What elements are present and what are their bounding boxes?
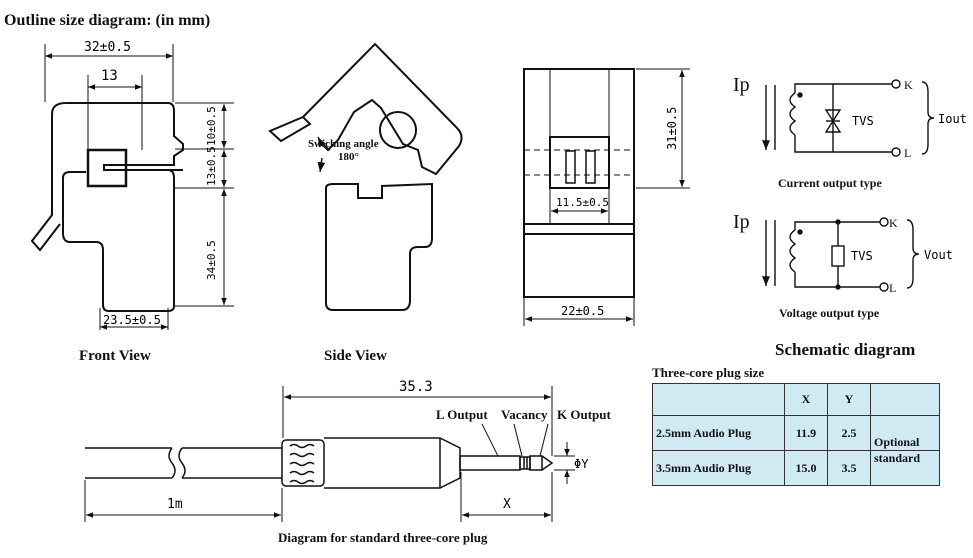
switching-angle-value: 180° — [338, 151, 359, 163]
phi-y-label: ΦY — [574, 457, 589, 471]
dim-lower-height: 34±0.5 — [205, 240, 218, 280]
voltage-output-caption: Voltage output type — [779, 306, 880, 320]
vacancy-label: Vacancy — [501, 407, 548, 422]
front-view-dims — [44, 44, 234, 330]
side-view-title: Side View — [324, 348, 387, 364]
switching-arrows — [317, 136, 331, 173]
dim-back-height: 31±0.5 — [665, 107, 679, 150]
table-header-cell: X — [784, 383, 828, 416]
voltage-l-label: L — [889, 281, 896, 295]
voltage-vout-label: Vout — [924, 248, 953, 262]
plug-diagram-title: Diagram for standard three-core plug — [278, 530, 488, 545]
plug-table-title: Three-core plug size — [652, 365, 765, 380]
front-view — [30, 102, 184, 312]
plug-y-cell: 3.5 — [827, 450, 871, 486]
current-k-label: K — [904, 78, 913, 92]
current-tvs-label: TVS — [852, 114, 874, 128]
voltage-ip-label: Ip — [733, 211, 750, 233]
voltage-tvs-label: TVS — [851, 249, 873, 263]
plug-size-table: X Y 2.5mm Audio Plug 11.9 2.5 Optional 3… — [652, 383, 940, 486]
front-view-title: Front View — [79, 348, 151, 364]
switching-angle-label: Swiching angle — [308, 138, 379, 150]
page-heading: Outline size diagram: (in mm) — [4, 12, 210, 29]
plug-length-label: 35.3 — [399, 379, 433, 395]
back-view — [523, 68, 635, 298]
dim-width-top: 32±0.5 — [84, 40, 131, 55]
l-output-label: L Output — [436, 407, 488, 422]
cable-length-label: 1m — [167, 497, 183, 512]
plug-name-cell: 2.5mm Audio Plug — [652, 415, 785, 451]
plug-x-cell: 15.0 — [784, 450, 828, 486]
plug-y-cell: 2.5 — [827, 415, 871, 451]
current-output-caption: Current output type — [778, 176, 882, 190]
x-dim-label: X — [503, 497, 511, 512]
plug-dims — [84, 386, 575, 522]
dim-back-width: 22±0.5 — [561, 304, 604, 318]
voltage-k-label: K — [889, 216, 898, 230]
dim-top-height: 10±0.5 — [205, 106, 218, 146]
plug-note-cell: Optional — [870, 415, 940, 451]
side-view — [268, 42, 463, 311]
plug-name-cell: 3.5mm Audio Plug — [652, 450, 785, 486]
table-header-cell: Y — [827, 383, 871, 416]
k-output-label: K Output — [557, 407, 611, 422]
schematic-title: Schematic diagram — [775, 340, 915, 359]
dim-bottom-width: 23.5±0.5 — [103, 313, 161, 327]
dim-window: 13 — [101, 68, 118, 84]
current-iout-label: Iout — [938, 112, 967, 126]
table-header-cell — [652, 383, 785, 416]
plug-note-cell: standard — [870, 450, 940, 486]
plug-x-cell: 11.9 — [784, 415, 828, 451]
current-l-label: L — [904, 146, 911, 160]
plug-diagram — [85, 437, 554, 489]
table-header-row: X Y — [652, 383, 940, 416]
table-row: 2.5mm Audio Plug 11.9 2.5 Optional — [652, 415, 940, 451]
table-row: 3.5mm Audio Plug 15.0 3.5 standard — [652, 450, 940, 486]
schematic-current — [762, 79, 935, 157]
back-view-dims — [523, 68, 690, 326]
dim-pin-span: 11.5±0.5 — [556, 196, 609, 209]
table-header-cell — [870, 383, 940, 416]
dim-mid-height: 13±0.5 — [205, 146, 218, 186]
schematic-voltage — [762, 217, 920, 292]
current-ip-label: Ip — [733, 74, 750, 96]
